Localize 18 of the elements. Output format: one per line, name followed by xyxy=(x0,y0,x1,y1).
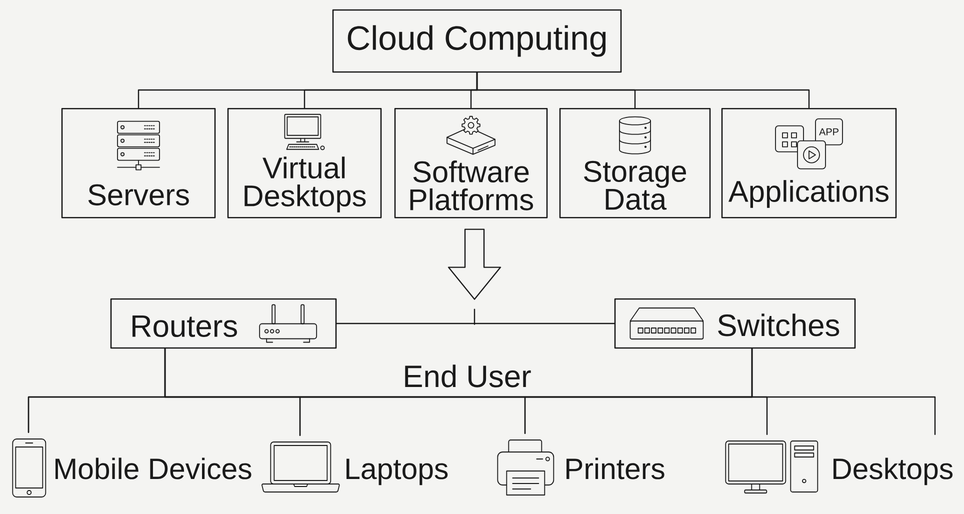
service-box: Servers xyxy=(61,108,216,218)
service-box: Software Platforms xyxy=(394,108,548,218)
device-label: Laptops xyxy=(346,458,448,486)
service-box: Storage Data xyxy=(559,108,711,218)
device-label: Mobile Devices xyxy=(56,458,252,480)
connector-line xyxy=(336,322,615,324)
network-device-box: Switches xyxy=(614,298,856,349)
connector-line xyxy=(751,348,936,435)
connector-line xyxy=(476,72,810,109)
service-box: Virtual Desktops xyxy=(227,108,382,218)
device-label: Desktops xyxy=(834,458,953,486)
network-device-box: Routers xyxy=(110,298,337,349)
title-box: Cloud Computing xyxy=(332,9,622,73)
block-arrow xyxy=(448,228,502,300)
connector-line xyxy=(164,348,768,435)
app-tile-text: APP xyxy=(819,128,838,136)
device-label: Printers xyxy=(566,458,664,480)
bus-label: End User xyxy=(405,364,531,388)
